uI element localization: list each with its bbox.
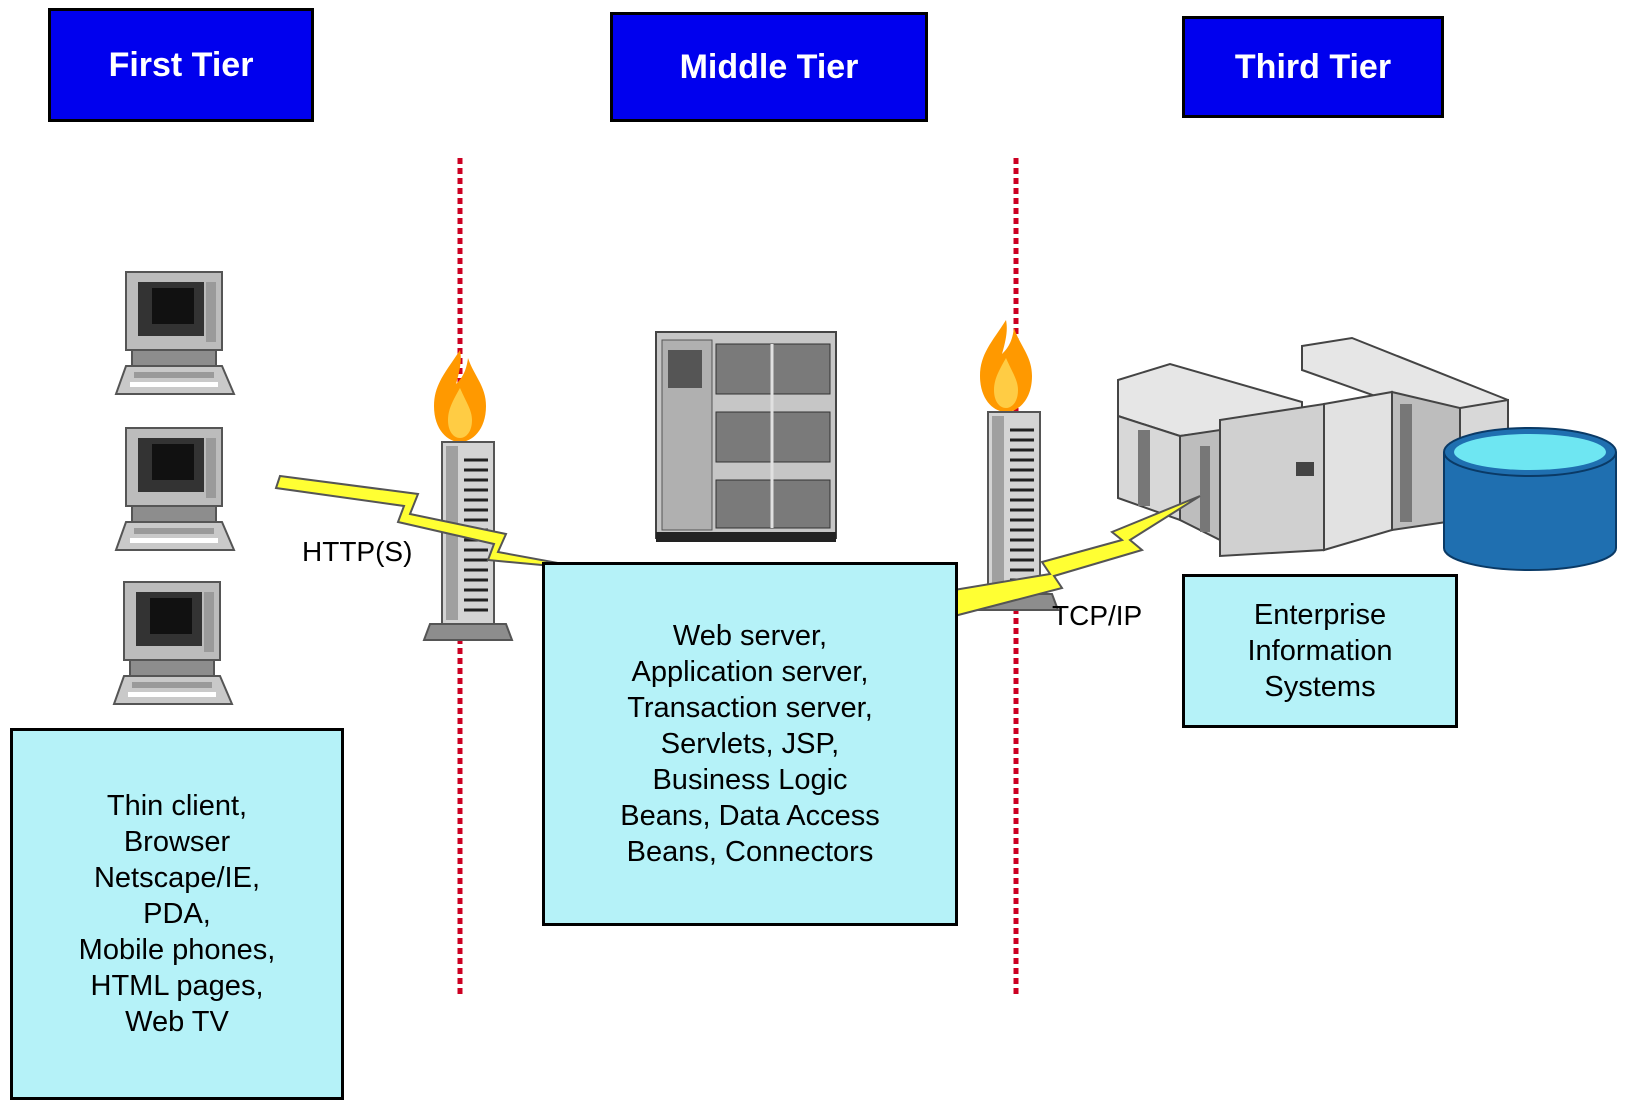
third-tier-description: Enterprise Information Systems xyxy=(1182,574,1458,728)
http-protocol-label: HTTP(S) xyxy=(302,536,413,567)
third-tier-header: Third Tier xyxy=(1182,16,1444,118)
description-line: PDA, xyxy=(143,898,211,930)
firewall-tower-icon xyxy=(422,348,514,642)
first-tier-header: First Tier xyxy=(48,8,314,122)
third-tier-title: Third Tier xyxy=(1234,47,1392,86)
database-cylinder-icon xyxy=(1443,427,1617,571)
description-line: Mobile phones, xyxy=(78,934,276,966)
server-rack-icon xyxy=(655,331,837,542)
description-line: Web TV xyxy=(125,1006,229,1038)
description-line: Business Logic xyxy=(652,764,848,796)
description-line: HTML pages, xyxy=(90,970,264,1002)
middle-tier-description: Web server, Application server, Transact… xyxy=(542,562,958,926)
desktop-computer-icon xyxy=(115,271,235,395)
description-line: Servlets, JSP, xyxy=(660,728,840,760)
description-line: Thin client, xyxy=(106,790,248,822)
tcpip-protocol-label: TCP/IP xyxy=(1052,600,1143,631)
first-tier-description: Thin client, Browser Netscape/IE, PDA, M… xyxy=(10,728,344,1100)
description-line: Beans, Data Access xyxy=(620,800,880,832)
first-tier-title: First Tier xyxy=(108,45,254,84)
middle-tier-title: Middle Tier xyxy=(679,47,859,86)
description-line: Enterprise xyxy=(1253,599,1387,631)
description-line: Beans, Connectors xyxy=(626,836,874,868)
description-line: Transaction server, xyxy=(627,692,873,724)
description-line: Application server, xyxy=(631,656,869,688)
description-line: Netscape/IE, xyxy=(93,862,261,894)
description-line: Browser xyxy=(123,826,231,858)
desktop-computer-icon xyxy=(115,427,235,551)
description-line: Web server, xyxy=(672,620,828,652)
desktop-computer-icon xyxy=(113,581,233,705)
middle-tier-header: Middle Tier xyxy=(610,12,928,122)
description-line: Information xyxy=(1247,635,1393,667)
description-line: Systems xyxy=(1264,671,1376,703)
